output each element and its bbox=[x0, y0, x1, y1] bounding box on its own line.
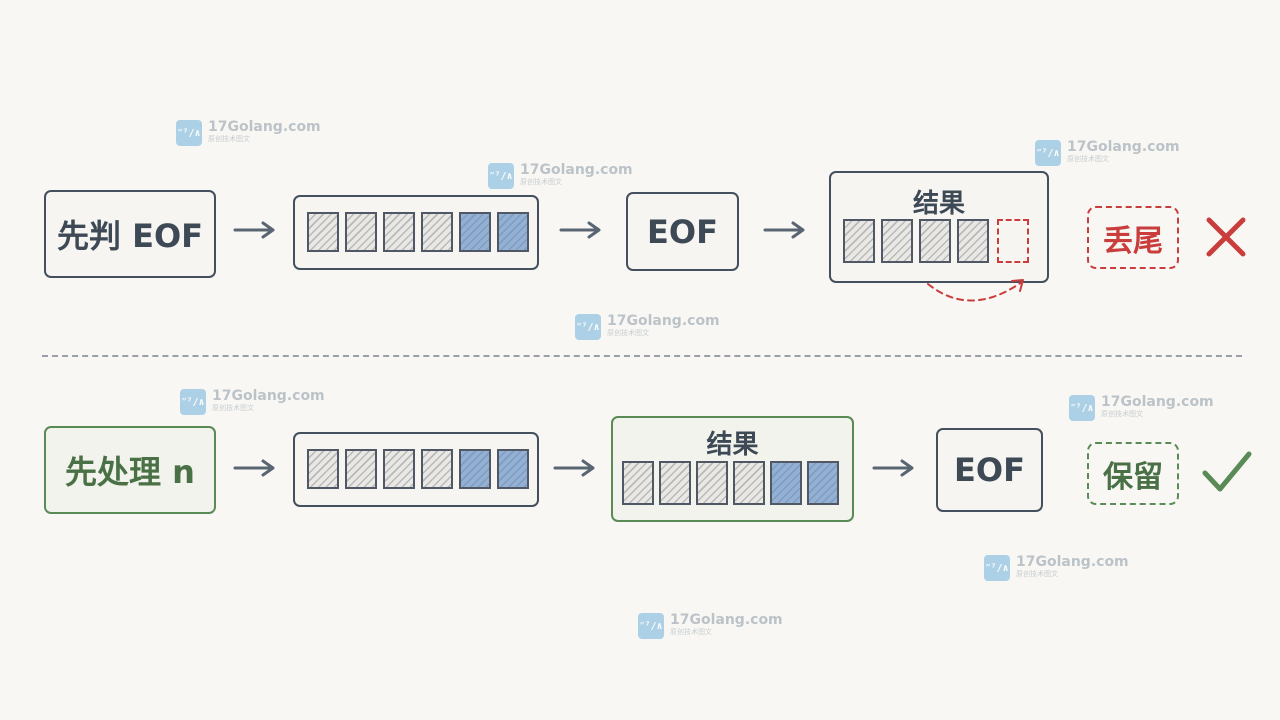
result-cell bbox=[696, 461, 728, 505]
row1-result-box: 结果 bbox=[829, 171, 1049, 283]
buffer-cell-new bbox=[459, 212, 491, 252]
buffer-cell bbox=[421, 449, 453, 489]
result-cell bbox=[957, 219, 989, 263]
result-cell bbox=[622, 461, 654, 505]
buffer-cell bbox=[345, 449, 377, 489]
result-cell bbox=[843, 219, 875, 263]
row1-label-box: 先判 EOF bbox=[44, 190, 216, 278]
section-divider bbox=[42, 355, 1242, 357]
row2-result-box: 结果 bbox=[611, 416, 854, 522]
row1-label: 先判 EOF bbox=[56, 217, 204, 255]
row1-eof-label: EOF bbox=[647, 212, 718, 251]
watermark-logo-icon: ʺ⁷/∧ bbox=[638, 613, 664, 639]
result-cell bbox=[733, 461, 765, 505]
result-cell bbox=[919, 219, 951, 263]
buffer-cell bbox=[383, 449, 415, 489]
arrow-right-icon bbox=[553, 458, 597, 478]
arrow-right-icon bbox=[233, 220, 277, 240]
check-icon bbox=[1202, 451, 1252, 492]
arrow-right-icon bbox=[559, 220, 603, 240]
curved-arrow-icon bbox=[927, 279, 1024, 302]
cross-icon bbox=[1206, 217, 1246, 257]
result-cell-missing bbox=[997, 219, 1029, 263]
watermark-logo-icon: ʺ⁷/∧ bbox=[984, 555, 1010, 581]
watermark-logo-icon: ʺ⁷/∧ bbox=[1035, 140, 1061, 166]
row2-result-title: 结果 bbox=[706, 430, 759, 460]
row2-tag-label: 保留 bbox=[1103, 459, 1163, 495]
watermark-logo-icon: ʺ⁷/∧ bbox=[176, 120, 202, 146]
buffer-cell bbox=[307, 212, 339, 252]
row2-eof-box: EOF bbox=[936, 428, 1043, 512]
arrow-right-icon bbox=[872, 458, 916, 478]
buffer-cell-new bbox=[459, 449, 491, 489]
result-cell bbox=[659, 461, 691, 505]
row2-buffer bbox=[293, 432, 539, 507]
buffer-cell bbox=[421, 212, 453, 252]
row1-buffer bbox=[293, 195, 539, 270]
row1-status-tag: 丢尾 bbox=[1087, 206, 1179, 269]
result-cell-new bbox=[770, 461, 802, 505]
buffer-cell bbox=[307, 449, 339, 489]
row2-label: 先处理 n bbox=[65, 453, 195, 491]
row2-eof-label: EOF bbox=[954, 451, 1025, 489]
arrow-right-icon bbox=[233, 458, 277, 478]
row1-eof-box: EOF bbox=[626, 192, 739, 271]
row2-status-tag: 保留 bbox=[1087, 442, 1179, 505]
result-cell-new bbox=[807, 461, 839, 505]
watermark-logo-icon: ʺ⁷/∧ bbox=[575, 314, 601, 340]
buffer-cell-new bbox=[497, 449, 529, 489]
buffer-cell-new bbox=[497, 212, 529, 252]
row1-result-title: 结果 bbox=[912, 189, 965, 219]
buffer-cell bbox=[383, 212, 415, 252]
row2-label-box: 先处理 n bbox=[44, 426, 216, 514]
watermark-logo-icon: ʺ⁷/∧ bbox=[1069, 395, 1095, 421]
watermark-logo-icon: ʺ⁷/∧ bbox=[180, 389, 206, 415]
result-cell bbox=[881, 219, 913, 263]
row1-tag-label: 丢尾 bbox=[1103, 223, 1163, 259]
buffer-cell bbox=[345, 212, 377, 252]
watermark-logo-icon: ʺ⁷/∧ bbox=[488, 163, 514, 189]
arrow-right-icon bbox=[763, 220, 807, 240]
